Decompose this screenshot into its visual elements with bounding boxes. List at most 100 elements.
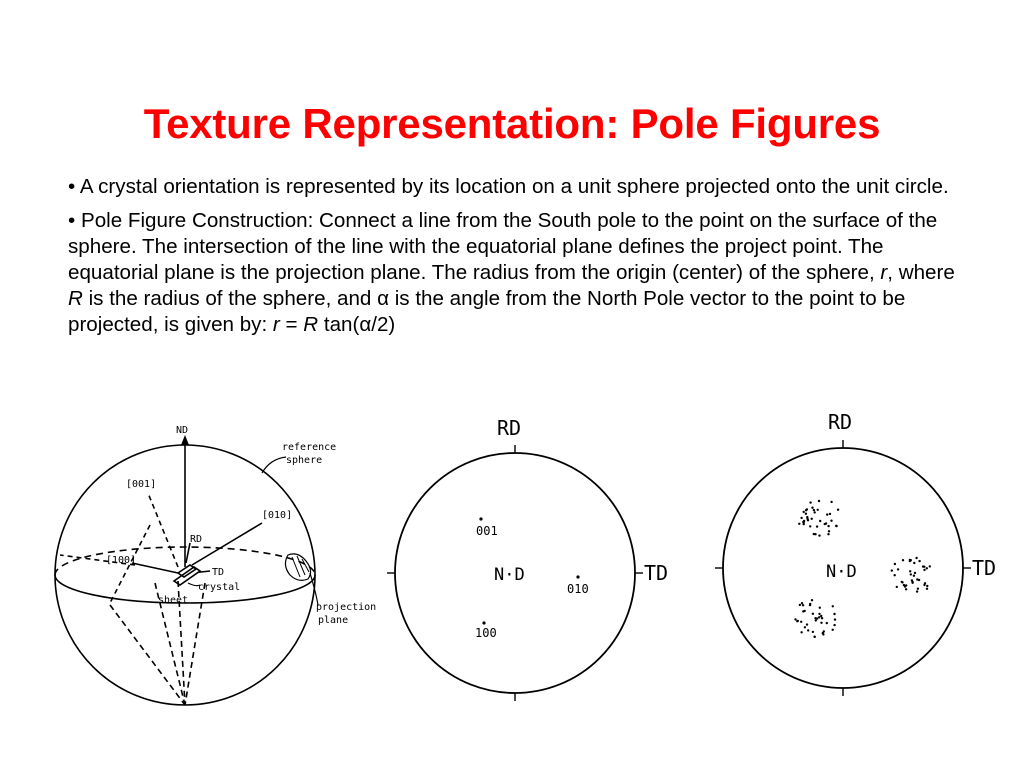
- pole-dot: [833, 612, 836, 616]
- pf2-rd-label: RD: [828, 410, 852, 434]
- pole-dot: [909, 570, 912, 573]
- pf2-td-label: TD: [972, 556, 996, 580]
- bullet-2-text-part1: Pole Figure Construction: Connect a line…: [68, 209, 938, 284]
- pole-dot: [816, 617, 819, 620]
- pole-dot: [811, 506, 814, 509]
- plane-label: plane: [318, 615, 348, 626]
- pole-dot: [823, 522, 826, 526]
- line-010: [191, 522, 263, 566]
- pole-dot: [816, 508, 819, 511]
- bullet-marker: •: [68, 175, 76, 198]
- pole-dot: [915, 556, 918, 560]
- formula-eq: =: [279, 313, 304, 336]
- pole-dot: [896, 568, 900, 571]
- pole-dot: [802, 510, 805, 514]
- leader-crystal: [187, 582, 201, 587]
- pole-dot: [800, 631, 803, 634]
- pole-dot: [836, 508, 840, 511]
- pole-dot: [827, 533, 830, 536]
- pole-dot: [912, 574, 916, 577]
- pole-dot: [811, 612, 815, 615]
- sphere-rd-label: RD: [190, 534, 202, 545]
- pole-dot: [831, 628, 834, 631]
- pole-dot: [803, 626, 807, 629]
- body-text: • A crystal orientation is represented b…: [68, 174, 958, 346]
- pole-dot: [822, 633, 825, 636]
- pole-dot: [926, 584, 929, 588]
- pole-dot: [814, 619, 817, 622]
- pole-dot: [800, 602, 804, 605]
- pole-dot: [805, 623, 809, 626]
- pole-dot: [802, 522, 805, 526]
- dir-010-label: [010]: [262, 510, 292, 521]
- sphere-nd-label: ND: [176, 425, 188, 436]
- formula-tan: tan(: [318, 313, 360, 336]
- pole-cluster-right: [890, 556, 931, 593]
- proj-line-4: [184, 582, 206, 706]
- pole-figure-illustration: ND reference sphere [001] [010] [100] RD…: [54, 410, 996, 706]
- formula: r = R tan(α/2): [273, 313, 395, 336]
- bullet-1-text: A crystal orientation is represented by …: [79, 175, 949, 198]
- pole-dot: [817, 499, 821, 503]
- pole-dot: [825, 621, 828, 625]
- pole-dot: [893, 562, 897, 566]
- pole-dot: [918, 559, 921, 563]
- reference-label: reference: [282, 442, 336, 453]
- bullet-2: • Pole Figure Construction: Connect a li…: [68, 208, 958, 338]
- line-rd: [185, 542, 191, 564]
- pole-dot: [803, 609, 806, 613]
- pole-dot: [818, 606, 821, 609]
- pole-dot: [818, 612, 821, 616]
- pole-dot-001: [479, 517, 483, 521]
- pole-dot: [820, 621, 823, 624]
- pole-dot: [916, 578, 919, 581]
- leader-projection: [309, 572, 319, 606]
- pole-dot: [810, 517, 813, 520]
- pole-dot: [805, 508, 809, 511]
- bullet-2-text-part3: is the radius of the sphere, and: [82, 287, 378, 310]
- pole-dot: [820, 617, 824, 620]
- pole-dot: [916, 587, 920, 590]
- proj-line-2: [109, 604, 186, 706]
- sphere-label: sphere: [286, 455, 322, 466]
- pole-dot: [835, 524, 838, 528]
- crystal-box-top: [176, 564, 198, 578]
- pole-dot: [831, 605, 834, 608]
- proj-line-6: [59, 554, 136, 566]
- pole-dot: [819, 519, 822, 523]
- pole-dot: [794, 618, 797, 621]
- pole-dot: [830, 500, 833, 504]
- pole-cluster-upper-left: [798, 499, 840, 537]
- formula-r: r: [272, 313, 280, 336]
- pole-dot: [833, 623, 836, 627]
- pole-dot: [815, 525, 819, 528]
- pole-dot: [800, 620, 803, 623]
- pole-dot: [807, 629, 810, 632]
- pole-dot: [909, 573, 912, 576]
- pole-dot: [826, 513, 829, 516]
- pole-dot: [925, 587, 929, 590]
- pole-dot: [809, 501, 812, 504]
- pole-dot-010: [576, 575, 580, 579]
- leader-reference: [261, 456, 287, 474]
- var-R: R: [68, 287, 83, 310]
- pole-dot: [923, 568, 926, 572]
- proj-line-1: [177, 580, 186, 706]
- pf1-010-label: 010: [567, 582, 589, 596]
- pole-dot: [828, 512, 832, 516]
- pf1-001-label: 001: [476, 524, 498, 538]
- pole-dot: [893, 574, 896, 577]
- equator-front: [54, 574, 316, 604]
- pole-dot: [806, 517, 809, 520]
- pf1-100-label: 100: [475, 626, 497, 640]
- pole-dot: [814, 533, 817, 536]
- pole-dot: [911, 581, 914, 584]
- pole-dot: [813, 511, 816, 514]
- slide-title: Texture Representation: Pole Figures: [143, 100, 881, 147]
- formula-R: R: [303, 313, 319, 336]
- pole-dot: [818, 534, 821, 537]
- pole-dot: [818, 616, 821, 619]
- pole-dot: [809, 525, 812, 528]
- dir-001-label: [001]: [126, 479, 156, 490]
- bullet-2-text-part4: is the angle from the North Pole vector …: [68, 287, 906, 336]
